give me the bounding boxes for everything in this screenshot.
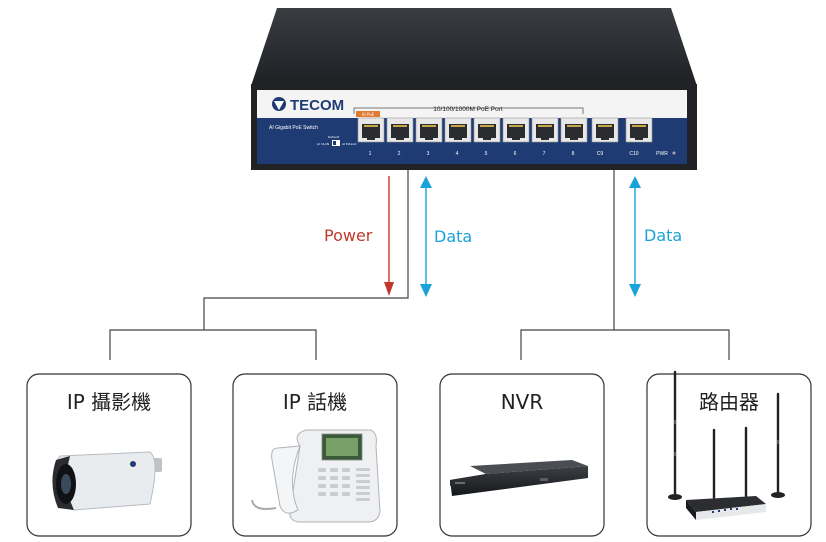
ethernet-port-10 xyxy=(625,117,653,143)
ip-camera-icon xyxy=(52,451,162,511)
port-label-1: 1 xyxy=(369,151,372,157)
device-label-router: 路由器 xyxy=(699,390,759,414)
router-icon xyxy=(668,370,785,520)
port-header-label: 10/100/1000M PoE Port xyxy=(433,106,503,113)
device-box-nvr: NVR xyxy=(439,373,605,537)
data-arrow-right xyxy=(629,176,641,297)
switch-ports xyxy=(357,117,653,143)
ethernet-port-3 xyxy=(415,117,443,143)
port-label-6: 6 xyxy=(514,151,517,157)
port-label-7: 7 xyxy=(543,151,546,157)
port-label-8: 8 xyxy=(572,151,575,157)
cable-lines xyxy=(109,170,730,360)
ethernet-port-4 xyxy=(444,117,472,143)
power-arrow xyxy=(384,176,394,296)
data-label-left: Data xyxy=(434,227,472,246)
cable-left xyxy=(203,170,409,330)
brand-name: TECOM xyxy=(290,97,344,114)
ip-phone-icon xyxy=(251,429,381,523)
cable-left-tree xyxy=(109,329,317,360)
device-box-ip-camera: IP 攝影機 xyxy=(26,373,192,537)
port-label-2: 2 xyxy=(398,151,401,157)
port-label-4: 4 xyxy=(456,151,459,157)
switch-navy-panel xyxy=(257,118,687,164)
device-box-ip-phone: IP 話機 xyxy=(232,373,398,537)
cable-right-tree xyxy=(520,329,730,360)
port-label-11: PWR xyxy=(656,151,668,157)
data-label-right: Data xyxy=(644,226,682,245)
switch-top-panel xyxy=(251,8,697,86)
power-label: Power xyxy=(324,226,373,245)
ethernet-port-6 xyxy=(502,117,530,143)
device-label-nvr: NVR xyxy=(501,390,544,414)
ethernet-port-2 xyxy=(386,117,414,143)
ai-poe-badge xyxy=(356,111,380,117)
dip-switch: Default AI VLAN AI Extend xyxy=(317,135,356,146)
dip-label-vlan: AI VLAN xyxy=(317,142,329,146)
poe-switch: TECOM AI Gigabit PoE Switch Default AI V… xyxy=(251,8,697,170)
dip-label-default: Default xyxy=(328,135,340,139)
port-label-9: C9 xyxy=(597,151,604,157)
tecom-logo: TECOM xyxy=(272,97,344,114)
data-arrow-left xyxy=(420,176,432,297)
port-header-bracket xyxy=(353,107,584,114)
ethernet-port-5 xyxy=(473,117,501,143)
ethernet-port-8 xyxy=(560,117,588,143)
switch-port-labels: 1 2 3 4 5 6 7 8 C9 C10 PWR xyxy=(369,151,669,157)
port-label-5: 5 xyxy=(485,151,488,157)
switch-model-label: AI Gigabit PoE Switch xyxy=(269,125,318,131)
switch-front-panel xyxy=(257,90,687,120)
ai-poe-badge-text: AI PoE xyxy=(362,112,375,117)
ethernet-port-1 xyxy=(357,117,385,143)
ethernet-port-7 xyxy=(531,117,559,143)
device-box-router: 路由器 xyxy=(646,370,812,537)
dip-label-extend: AI Extend xyxy=(342,142,356,146)
ethernet-port-9 xyxy=(591,117,619,143)
port-label-3: 3 xyxy=(427,151,430,157)
nvr-icon xyxy=(450,460,588,496)
port-label-10: C10 xyxy=(629,151,638,157)
power-led xyxy=(672,151,676,155)
device-label-ip-camera: IP 攝影機 xyxy=(67,390,151,414)
device-label-ip-phone: IP 話機 xyxy=(283,390,347,414)
